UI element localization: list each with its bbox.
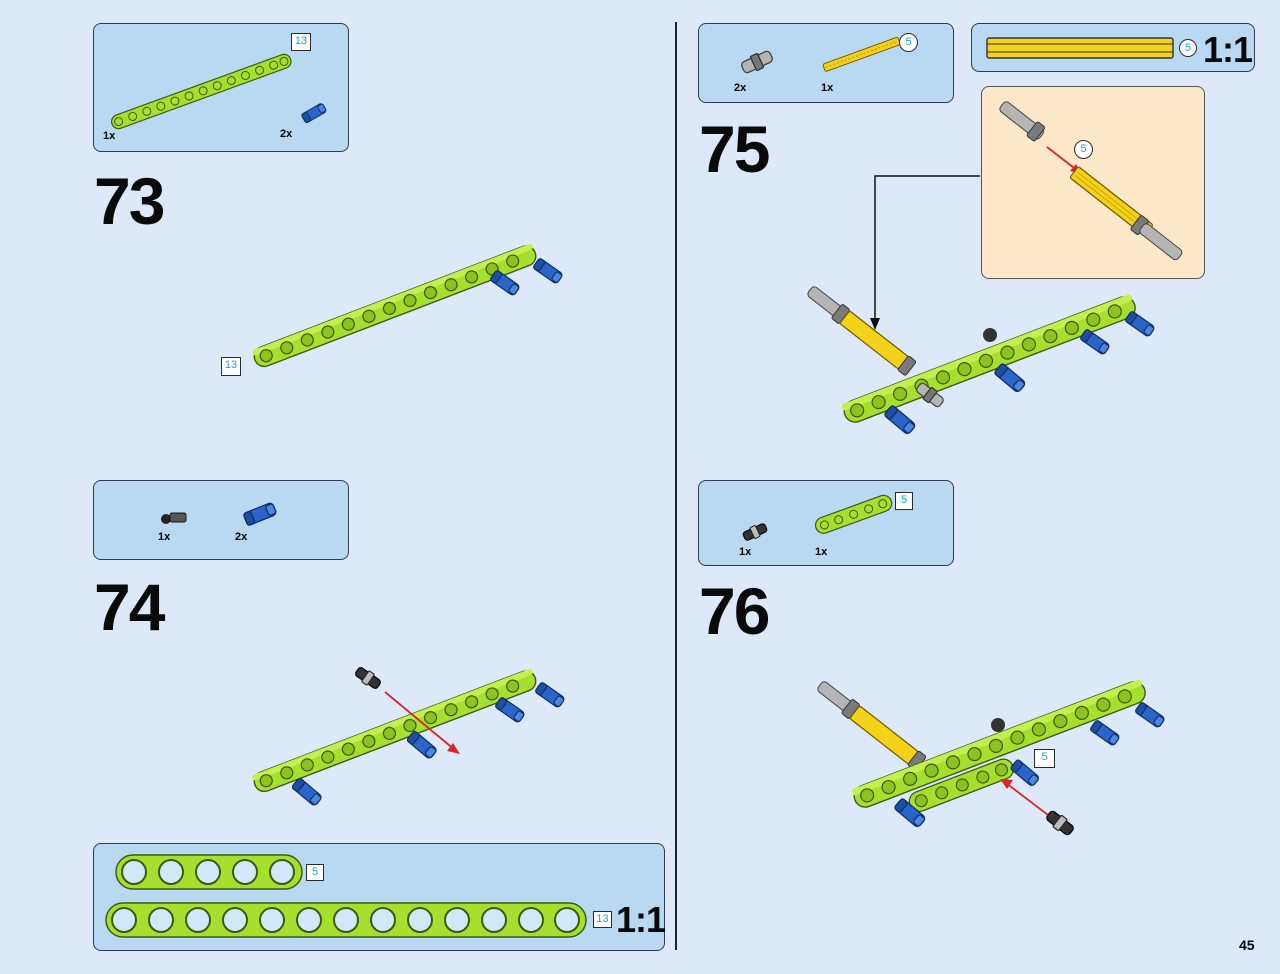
- part-qty: 1x: [815, 546, 828, 558]
- green-beam-5-scale-icon: [115, 854, 303, 890]
- step-76-assembly-illustration: [817, 679, 1166, 839]
- blue-pin-icon: [242, 501, 278, 527]
- step-number: 74: [94, 570, 165, 644]
- page-number: 45: [1239, 937, 1255, 953]
- yellow-axle-scale-icon: [986, 37, 1174, 59]
- step-73-assembly-illustration: [252, 244, 564, 368]
- step-number: 76: [699, 574, 770, 648]
- step-number: 75: [699, 112, 770, 186]
- part-qty: 2x: [235, 531, 248, 543]
- scale-label: 1:1: [1203, 29, 1253, 70]
- parts-panel-step-76: 5 1x 1x: [698, 480, 954, 566]
- page-divider: [675, 22, 677, 950]
- axle-length-label: 5: [899, 33, 918, 52]
- black-bush-icon: [161, 512, 187, 524]
- green-beam-5-icon: [814, 494, 893, 534]
- scale-reference-panel: 5 13 1:1: [93, 843, 666, 951]
- beam-length-label: 13: [291, 33, 311, 51]
- callout-pointer-arrow: [870, 175, 980, 330]
- part-qty: 2x: [734, 82, 747, 94]
- green-beam-13-icon: [110, 53, 292, 130]
- part-qty: 1x: [158, 531, 171, 543]
- green-beam-13-scale-icon: [105, 902, 587, 938]
- step-74-assembly-illustration: [252, 664, 566, 808]
- step-number: 73: [94, 164, 165, 238]
- axle-length-label: 5: [1074, 140, 1093, 159]
- beam-length-label: 5: [1034, 749, 1055, 768]
- part-qty: 1x: [739, 546, 752, 558]
- pin-into-axle-illustration: [999, 101, 1183, 261]
- black-pin-icon: [741, 520, 769, 544]
- step-75-assembly-illustration: [807, 286, 1156, 436]
- scale-label: 1:1: [616, 899, 666, 940]
- parts-panel-step-73: 13 1x 2x: [93, 23, 349, 152]
- yellow-axle-icon: [822, 36, 901, 72]
- part-qty: 1x: [103, 130, 116, 142]
- blue-pin-icon: [300, 102, 328, 124]
- axle-length-label: 5: [1179, 39, 1197, 57]
- sub-assembly-callout: 5: [981, 86, 1205, 279]
- beam-length-label: 13: [593, 911, 612, 928]
- beam-length-label: 5: [895, 492, 913, 510]
- grey-pin-icon: [738, 47, 776, 77]
- axle-scale-panel: 5 1:1: [971, 23, 1255, 72]
- parts-panel-step-75: 5 2x 1x: [698, 23, 954, 103]
- part-qty: 1x: [821, 82, 834, 94]
- beam-length-label: 5: [306, 864, 324, 881]
- beam-length-label: 13: [221, 357, 241, 376]
- parts-panel-step-74: 1x 2x: [93, 480, 349, 560]
- part-qty: 2x: [280, 128, 293, 140]
